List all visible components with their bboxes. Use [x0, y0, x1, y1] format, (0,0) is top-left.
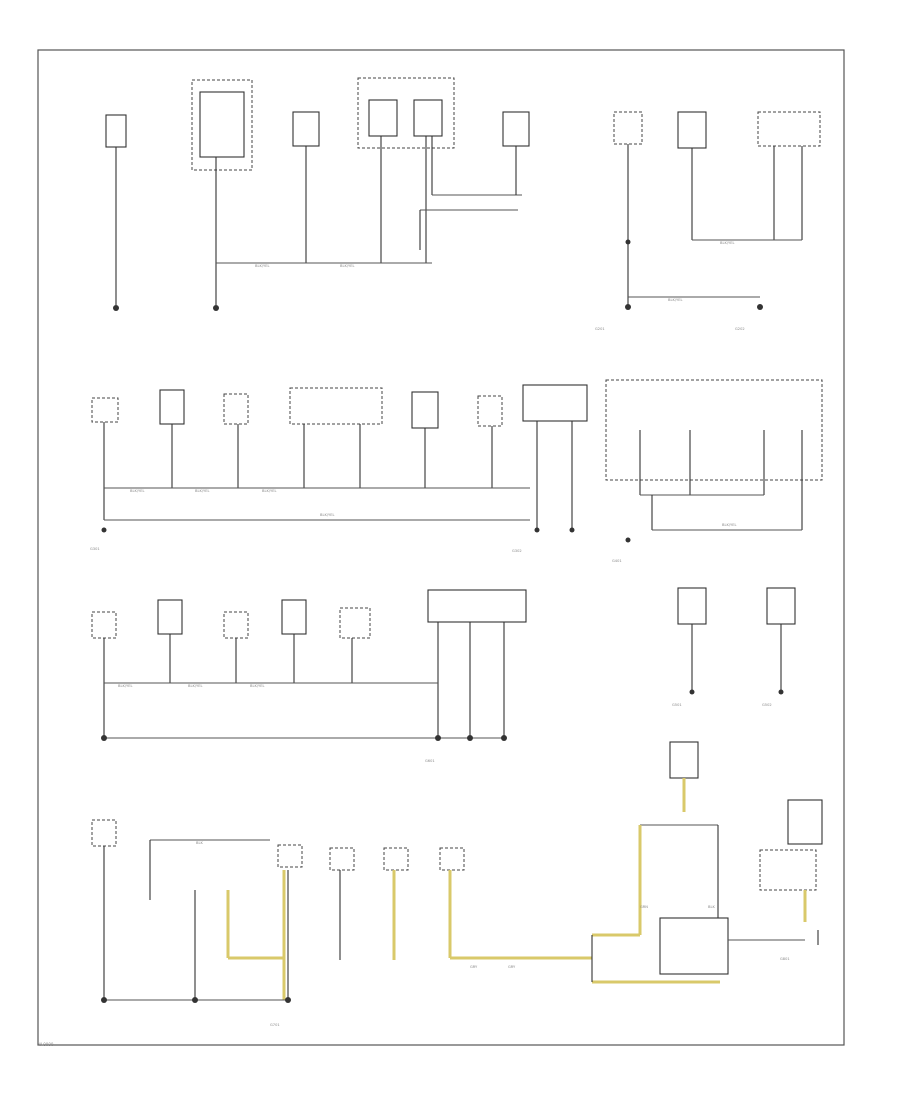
- ground-point: [285, 997, 291, 1003]
- component-box[interactable]: [502, 111, 530, 147]
- component-box-dashed[interactable]: [605, 379, 823, 481]
- component-box-dashed[interactable]: [757, 111, 821, 147]
- ground-label: G202: [735, 327, 745, 331]
- section-lower-middle: BLK/YEL BLK/YEL BLK/YEL G601: [91, 589, 527, 763]
- section-middle-left: BLK/YEL BLK/YEL BLK/YEL BLK/YEL G301 G30…: [90, 384, 588, 553]
- component-box[interactable]: [413, 99, 443, 137]
- component-box[interactable]: [766, 587, 796, 625]
- wire-label: GRY: [470, 965, 478, 969]
- ground-label: G401: [612, 559, 622, 563]
- ground-label: G601: [425, 759, 435, 763]
- section-middle-right: BLK/YEL G401 G501 G502: [605, 379, 823, 707]
- component-box[interactable]: [105, 114, 127, 148]
- wire-label: BLK/YEL: [255, 264, 270, 268]
- component-box-dashed[interactable]: [277, 844, 303, 868]
- ground-point: [113, 305, 119, 311]
- component-box[interactable]: [522, 384, 588, 422]
- component-box[interactable]: [368, 99, 398, 137]
- section-bottom-left: BLK GRY GRY G701: [91, 819, 592, 1027]
- component-box-dashed[interactable]: [91, 819, 117, 847]
- component-box[interactable]: [787, 799, 823, 845]
- component-box[interactable]: [159, 389, 185, 425]
- component-box[interactable]: [411, 391, 439, 429]
- component-box[interactable]: [677, 111, 707, 149]
- ground-point: [213, 305, 219, 311]
- component-box[interactable]: [292, 111, 320, 147]
- page-code: W-0000: [38, 1042, 54, 1047]
- wire-label: GRY: [508, 965, 516, 969]
- wire-label: BLK/YEL: [118, 684, 133, 688]
- ground-point: [467, 735, 473, 741]
- wire-label: BLK: [708, 905, 715, 909]
- wire-label: BLK/YEL: [130, 489, 145, 493]
- wire-label: GRN: [640, 905, 648, 909]
- ground-point: [192, 997, 198, 1003]
- ground-label: G502: [762, 703, 772, 707]
- component-box[interactable]: [659, 917, 729, 975]
- ground-point: [501, 735, 507, 741]
- ground-label: G801: [780, 957, 790, 961]
- ground-point: [101, 997, 107, 1003]
- component-box-dashed[interactable]: [91, 611, 117, 639]
- component-box-dashed[interactable]: [759, 849, 817, 891]
- ground-label: G501: [672, 703, 682, 707]
- wire-label: BLK/YEL: [720, 241, 735, 245]
- ground-label: G201: [595, 327, 605, 331]
- component-box[interactable]: [669, 741, 699, 779]
- component-box[interactable]: [427, 589, 527, 623]
- component-box[interactable]: [199, 91, 245, 158]
- wire-label: BLK/YEL: [320, 513, 335, 517]
- component-box-dashed[interactable]: [289, 387, 383, 425]
- wire-label: BLK/YEL: [195, 489, 210, 493]
- ground-point: [101, 735, 107, 741]
- diagram-frame: [37, 49, 845, 1046]
- component-box-dashed[interactable]: [339, 607, 371, 639]
- component-box-dashed[interactable]: [223, 611, 249, 639]
- component-box[interactable]: [677, 587, 707, 625]
- ground-point: [569, 527, 575, 533]
- component-box-dashed[interactable]: [91, 397, 119, 423]
- ground-point: [625, 304, 631, 310]
- wire-label: BLK/YEL: [262, 489, 277, 493]
- wire-label: BLK/YEL: [188, 684, 203, 688]
- ground-label: G302: [512, 549, 522, 553]
- section-top-left: BLK/YEL BLK/YEL: [105, 77, 530, 311]
- ground-point: [757, 304, 763, 310]
- ground-point: [778, 689, 784, 695]
- ground-point: [625, 537, 631, 543]
- wire-label: BLK/YEL: [668, 298, 683, 302]
- component-box-dashed[interactable]: [223, 393, 249, 425]
- wire-label: BLK/YEL: [722, 523, 737, 527]
- component-box-dashed[interactable]: [383, 847, 409, 871]
- component-box[interactable]: [281, 599, 307, 635]
- component-box-dashed[interactable]: [439, 847, 465, 871]
- ground-point: [534, 527, 540, 533]
- wire-label: BLK/YEL: [340, 264, 355, 268]
- ground-point: [101, 527, 107, 533]
- component-box-dashed[interactable]: [329, 847, 355, 871]
- ground-point: [435, 735, 441, 741]
- ground-label: G701: [270, 1023, 280, 1027]
- wire-label: BLK: [196, 841, 203, 845]
- section-top-right: BLK/YEL BLK/YEL G201 G202: [595, 111, 821, 331]
- wire-label: BLK/YEL: [250, 684, 265, 688]
- ground-point: [689, 689, 695, 695]
- ground-label: G301: [90, 547, 100, 551]
- component-box-dashed[interactable]: [613, 111, 643, 145]
- section-bottom-right: GRN BLK G801: [591, 741, 823, 984]
- component-box[interactable]: [157, 599, 183, 635]
- component-box-dashed[interactable]: [477, 395, 503, 427]
